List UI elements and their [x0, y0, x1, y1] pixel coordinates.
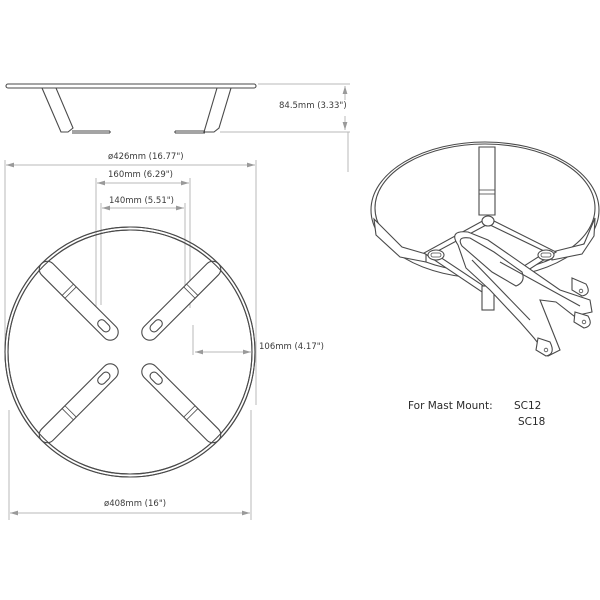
- mounting-arm-bottom-right: [141, 363, 222, 444]
- left-leg: [41, 87, 74, 133]
- right-leg: [203, 87, 232, 133]
- compatibility-note: For Mast Mount: SC12 SC18: [408, 400, 545, 428]
- mast-mount-label: For Mast Mount:: [408, 400, 493, 412]
- model-sc18: SC18: [518, 416, 545, 428]
- outer-diameter-label: ø426mm (16.77"): [108, 152, 184, 162]
- height-dimension-label: 84.5mm (3.33"): [279, 101, 347, 111]
- isometric-view: [370, 141, 600, 357]
- center-offset-label: 106mm (4.17"): [259, 342, 324, 352]
- side-view: 84.5mm (3.33"): [5, 83, 350, 172]
- iso-mast-bracket: [454, 231, 593, 357]
- mounting-arm-top-right: [141, 260, 222, 341]
- slot-span-outer-label: 160mm (6.29"): [108, 170, 173, 180]
- plate-edge: [5, 83, 257, 89]
- inner-diameter-label: ø408mm (16"): [104, 499, 166, 509]
- model-sc12: SC12: [514, 400, 541, 412]
- mounting-arm-top-left: [38, 260, 119, 341]
- slot-span-inner-label: 140mm (5.51"): [109, 196, 174, 206]
- mounting-arm-bottom-left: [38, 363, 119, 444]
- top-view: ø426mm (16.77") 160mm (6.29") 140mm (5.5…: [4, 152, 324, 520]
